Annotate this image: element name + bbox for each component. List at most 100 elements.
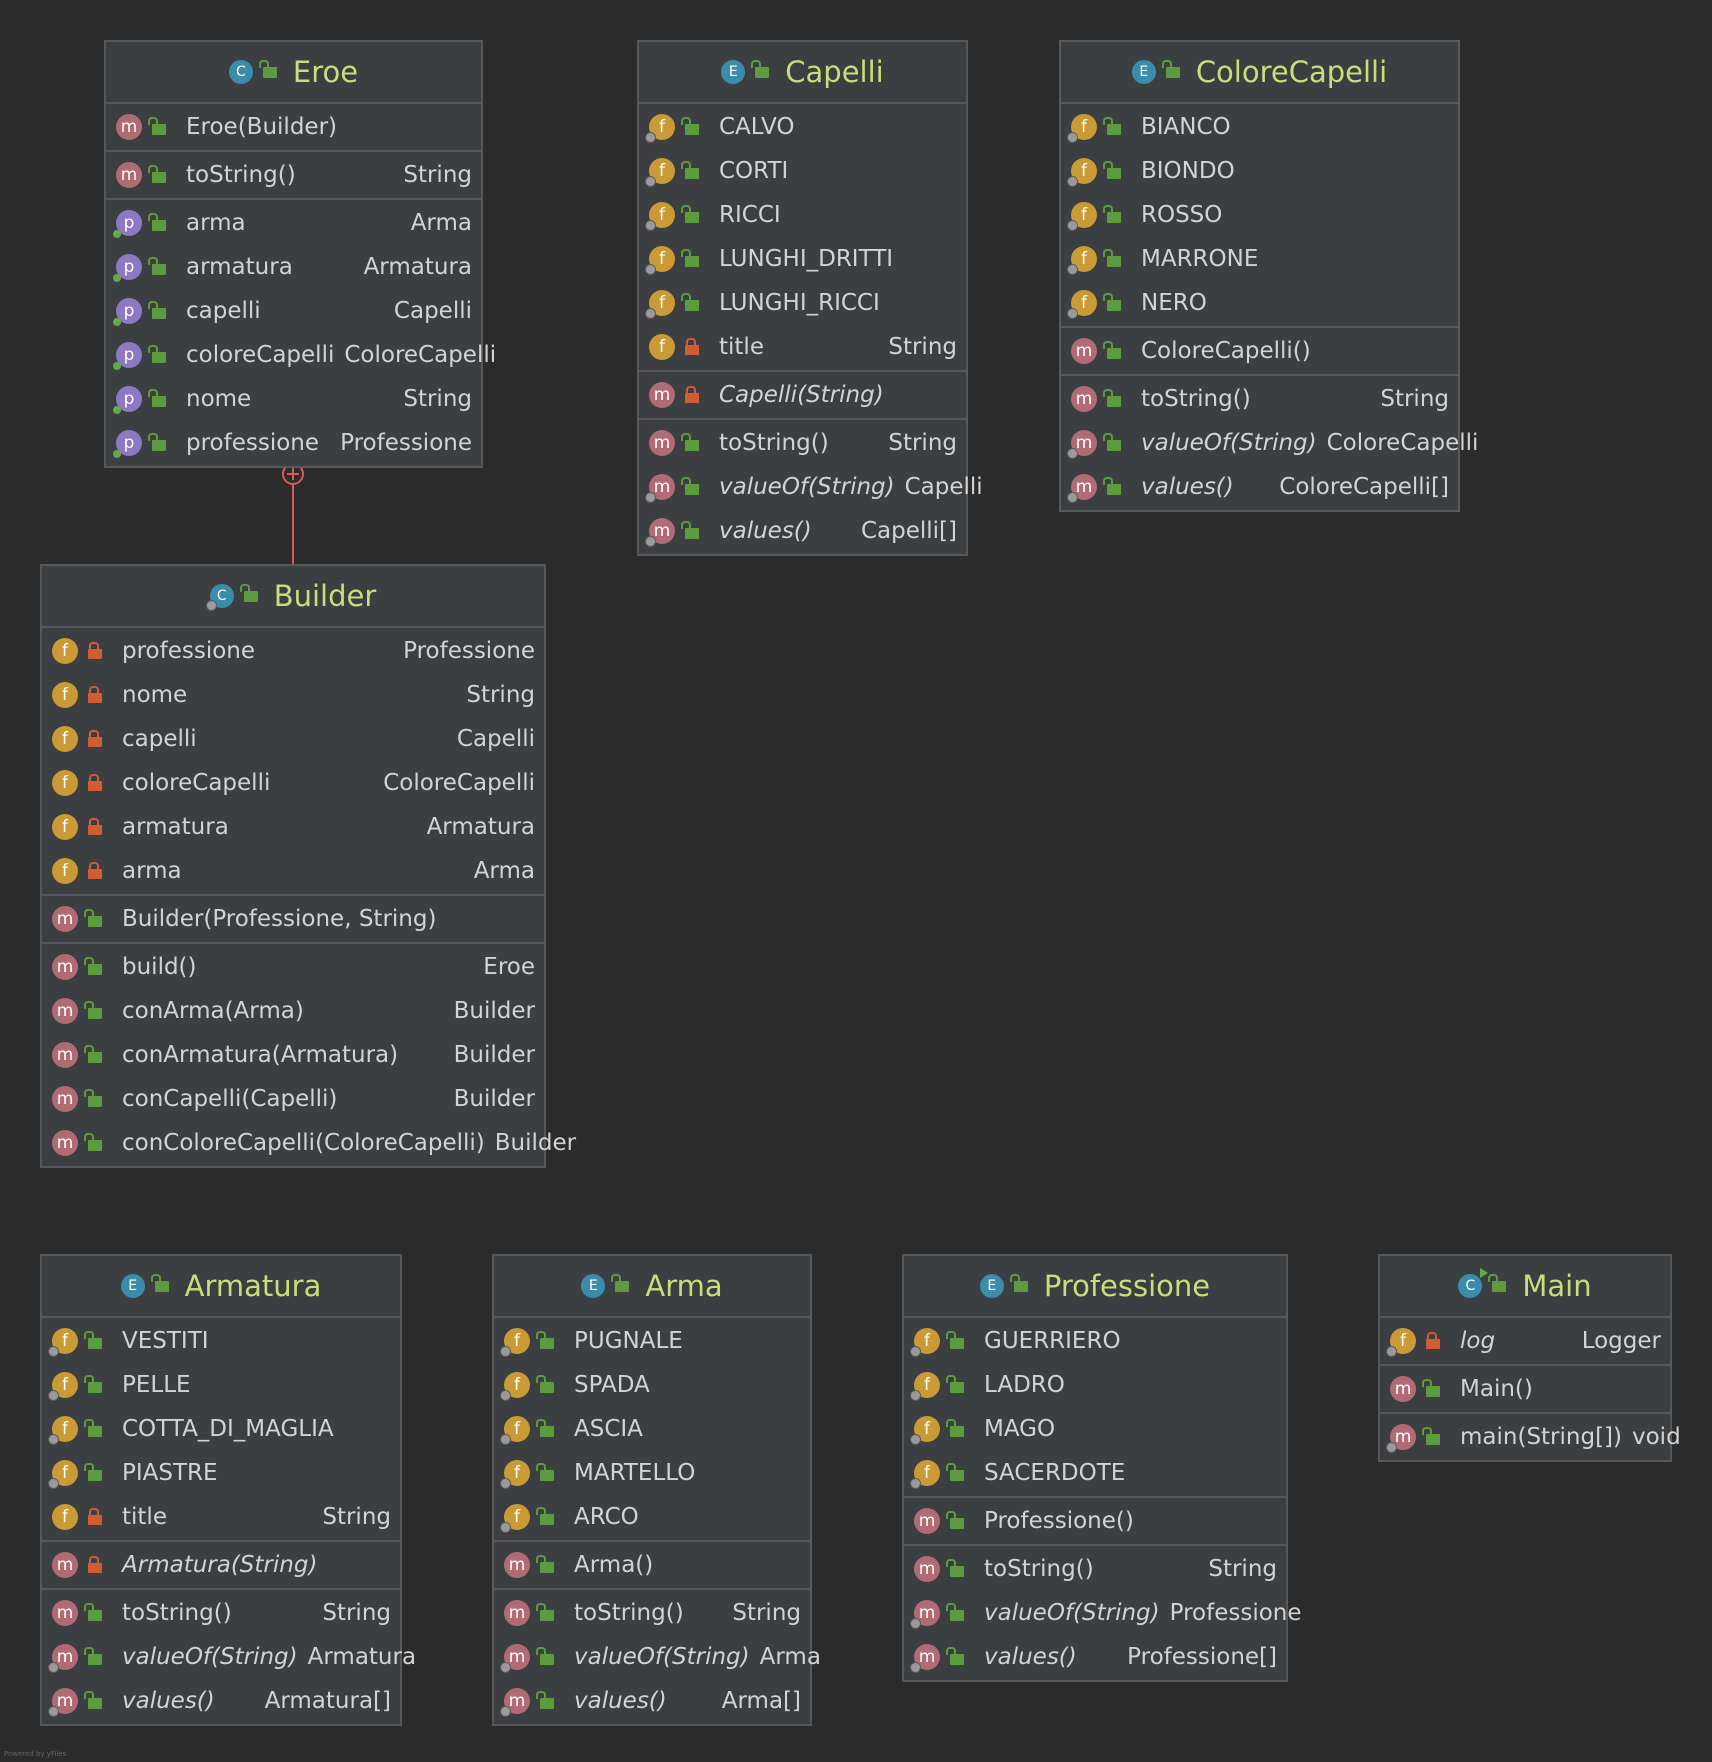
- getter-marker-icon: [113, 450, 121, 458]
- static-marker-icon: [500, 1522, 511, 1533]
- field-icon: f: [1067, 202, 1097, 231]
- public-visibility-icon: [148, 344, 166, 363]
- public-visibility-icon: [946, 1558, 964, 1577]
- member-name: CORTI: [719, 158, 789, 184]
- static-marker-icon: [910, 1390, 921, 1401]
- member-name: BIANCO: [1141, 114, 1231, 140]
- member-name: log: [1460, 1328, 1496, 1354]
- method-icon: m: [48, 1644, 78, 1673]
- public-visibility-icon: [84, 1374, 102, 1393]
- member-name: valueOf(String): [984, 1600, 1160, 1626]
- member-name: values(): [574, 1688, 667, 1714]
- public-visibility-icon: [681, 520, 699, 539]
- member-name: Professione(): [984, 1508, 1134, 1534]
- member-name: Capelli(String): [719, 382, 884, 408]
- method-icon: m: [649, 430, 675, 456]
- member-name: conArmatura(Armatura): [122, 1042, 399, 1068]
- static-marker-icon: [645, 492, 656, 503]
- method-icon: m: [52, 1130, 78, 1156]
- public-visibility-icon: [611, 1273, 630, 1292]
- member-type: Armatura: [307, 1644, 417, 1670]
